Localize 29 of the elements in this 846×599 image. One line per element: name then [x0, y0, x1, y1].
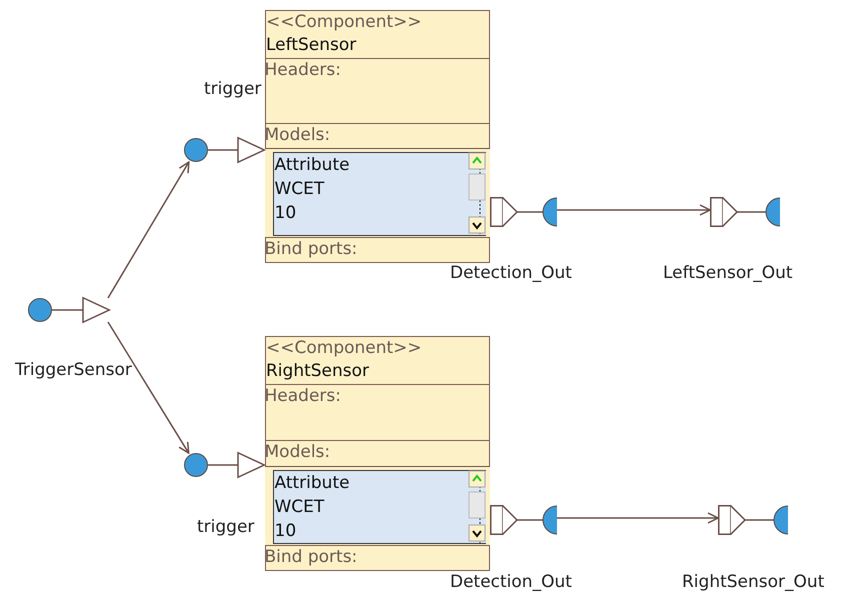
connector-arrow — [107, 322, 190, 454]
component-box — [265, 10, 490, 263]
component-name: LeftSensor — [266, 34, 356, 57]
port-label: trigger — [197, 517, 254, 537]
port-label: trigger — [204, 79, 262, 99]
compartment-label: Bind ports: — [264, 238, 358, 260]
compartment-label: Bind ports: — [264, 546, 358, 568]
list-item: 10 — [274, 520, 296, 542]
connector-arrow — [557, 204, 711, 216]
stereotype-label: <<Component>> — [266, 337, 422, 360]
port-label: LeftSensor_Out — [663, 263, 793, 283]
compartment-label: Headers: — [264, 58, 341, 80]
compartment-label: Headers: — [264, 384, 341, 406]
compartment-label: Models: — [264, 440, 330, 462]
component-name: RightSensor — [266, 360, 370, 383]
list-item: Attribute — [274, 472, 350, 494]
list-item: Attribute — [274, 154, 350, 176]
port-label: Detection_Out — [450, 572, 572, 592]
stereotype-label: <<Component>> — [266, 11, 422, 34]
port-label: TriggerSensor — [15, 360, 132, 380]
connector-arrow — [557, 512, 719, 524]
list-item: 10 — [274, 202, 296, 224]
list-item: WCET — [274, 178, 324, 200]
port-label: RightSensor_Out — [682, 572, 824, 592]
compartment-label: Models: — [264, 124, 330, 146]
list-item: WCET — [274, 496, 324, 518]
port-label: Detection_Out — [450, 263, 572, 283]
connector-arrow — [107, 161, 190, 298]
component-box — [265, 336, 490, 571]
